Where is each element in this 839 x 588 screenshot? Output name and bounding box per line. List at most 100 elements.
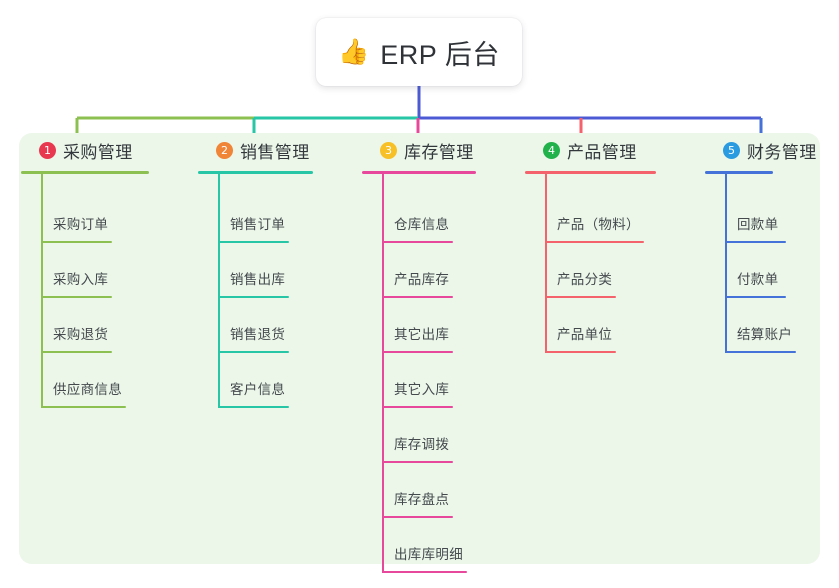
branch-item-list: 回款单付款单结算账户 (703, 188, 820, 353)
branch-item-underline (42, 351, 112, 353)
branch-item-label: 付款单 (737, 272, 779, 287)
branch-item-underline (726, 351, 796, 353)
root-node[interactable]: 👍 ERP 后台 (316, 18, 522, 86)
branch-item[interactable]: 出库库明细 (360, 518, 523, 573)
branch-item[interactable]: 其它出库 (360, 298, 523, 353)
branch-spine (218, 174, 220, 408)
branch-item-list: 销售订单销售出库销售退货客户信息 (196, 188, 360, 408)
branch-item[interactable]: 采购入库 (19, 243, 196, 298)
branch-item-underline (383, 516, 453, 518)
branch-column-3: 3 库存管理仓库信息产品库存其它出库其它入库库存调拨库存盘点出库库明细 (360, 133, 523, 573)
thumbs-up-icon: 👍 (338, 37, 370, 66)
branch-underline (525, 171, 656, 174)
branch-item-label: 回款单 (737, 217, 779, 232)
branch-item[interactable]: 回款单 (703, 188, 820, 243)
branch-item-label: 销售订单 (230, 217, 286, 232)
branch-item[interactable]: 采购退货 (19, 298, 196, 353)
branch-item-underline (219, 241, 289, 243)
branch-item-label: 产品库存 (394, 272, 450, 287)
branches-panel (19, 133, 820, 564)
branch-header-4[interactable]: 4 产品管理 (523, 133, 703, 167)
branch-item-underline (726, 241, 786, 243)
branch-item-list: 采购订单采购入库采购退货供应商信息 (19, 188, 196, 408)
branch-item[interactable]: 其它入库 (360, 353, 523, 408)
branch-item-underline (219, 351, 289, 353)
branch-item-list: 仓库信息产品库存其它出库其它入库库存调拨库存盘点出库库明细 (360, 188, 523, 573)
branch-item-label: 库存调拨 (394, 437, 450, 452)
branch-item-label: 结算账户 (737, 327, 793, 342)
branch-header-3[interactable]: 3 库存管理 (360, 133, 523, 167)
branch-item[interactable]: 销售出库 (196, 243, 360, 298)
branch-number-badge: 5 (723, 141, 740, 159)
branch-item-label: 产品单位 (557, 327, 613, 342)
branch-item-underline (383, 351, 453, 353)
branch-item[interactable]: 销售退货 (196, 298, 360, 353)
branch-item-underline (383, 571, 467, 573)
branch-column-2: 2 销售管理销售订单销售出库销售退货客户信息 (196, 133, 360, 408)
branch-columns: 1 采购管理采购订单采购入库采购退货供应商信息 2 销售管理销售订单销售出库销售退货客… (19, 133, 820, 573)
branch-item-label: 销售出库 (230, 272, 286, 287)
branch-item[interactable]: 仓库信息 (360, 188, 523, 243)
branch-item-underline (546, 241, 644, 243)
branch-item[interactable]: 付款单 (703, 243, 820, 298)
branch-spine (725, 174, 727, 353)
branch-item[interactable]: 产品单位 (523, 298, 703, 353)
branch-underline (705, 171, 773, 174)
branch-item-label: 出库库明细 (394, 547, 463, 562)
branch-item[interactable]: 库存盘点 (360, 463, 523, 518)
branch-item-label: 其它入库 (394, 382, 450, 397)
branch-header-1[interactable]: 1 采购管理 (19, 133, 196, 167)
branch-item-underline (219, 406, 289, 408)
branch-number-badge: 4 (543, 141, 560, 159)
branch-underline (362, 171, 476, 174)
branch-item-underline (546, 351, 616, 353)
branch-item[interactable]: 供应商信息 (19, 353, 196, 408)
branch-item[interactable]: 库存调拨 (360, 408, 523, 463)
branch-item-underline (726, 296, 786, 298)
branch-item-label: 采购退货 (53, 327, 109, 342)
branch-item-underline (42, 296, 112, 298)
branch-item[interactable]: 采购订单 (19, 188, 196, 243)
branch-item-underline (383, 241, 453, 243)
branch-item[interactable]: 客户信息 (196, 353, 360, 408)
branch-title: 产品管理 (567, 142, 637, 162)
branch-number-badge: 3 (380, 141, 397, 159)
branch-item[interactable]: 结算账户 (703, 298, 820, 353)
branch-item-label: 客户信息 (230, 382, 286, 397)
branch-item-underline (383, 461, 453, 463)
branch-column-1: 1 采购管理采购订单采购入库采购退货供应商信息 (19, 133, 196, 408)
branch-item-underline (42, 406, 126, 408)
branch-item-label: 仓库信息 (394, 217, 450, 232)
branch-item[interactable]: 产品库存 (360, 243, 523, 298)
branch-item[interactable]: 产品（物料） (523, 188, 703, 243)
branch-item-label: 供应商信息 (53, 382, 122, 397)
branch-item-label: 采购订单 (53, 217, 109, 232)
branch-spine (545, 174, 547, 353)
branch-title: 采购管理 (63, 142, 133, 162)
branch-item[interactable]: 产品分类 (523, 243, 703, 298)
branch-item-list: 产品（物料） 产品分类产品单位 (523, 188, 703, 353)
branch-item-label: 产品（物料） (557, 217, 640, 232)
branch-item-label: 产品分类 (557, 272, 613, 287)
branch-number-badge: 1 (39, 141, 56, 159)
branch-underline (198, 171, 313, 174)
branch-header-2[interactable]: 2 销售管理 (196, 133, 360, 167)
branch-spine (41, 174, 43, 408)
branch-item-label: 其它出库 (394, 327, 450, 342)
branch-title: 库存管理 (404, 142, 474, 162)
branch-item-label: 采购入库 (53, 272, 109, 287)
branch-item-label: 库存盘点 (394, 492, 450, 507)
branch-item-underline (219, 296, 289, 298)
branch-title: 销售管理 (240, 142, 310, 162)
branch-item[interactable]: 销售订单 (196, 188, 360, 243)
branch-item-underline (383, 296, 453, 298)
branch-item-underline (383, 406, 453, 408)
branch-underline (21, 171, 149, 174)
branch-number-badge: 2 (216, 141, 233, 159)
root-title: ERP 后台 (380, 39, 500, 70)
branch-column-4: 4 产品管理产品（物料） 产品分类产品单位 (523, 133, 703, 353)
branch-item-underline (42, 241, 112, 243)
